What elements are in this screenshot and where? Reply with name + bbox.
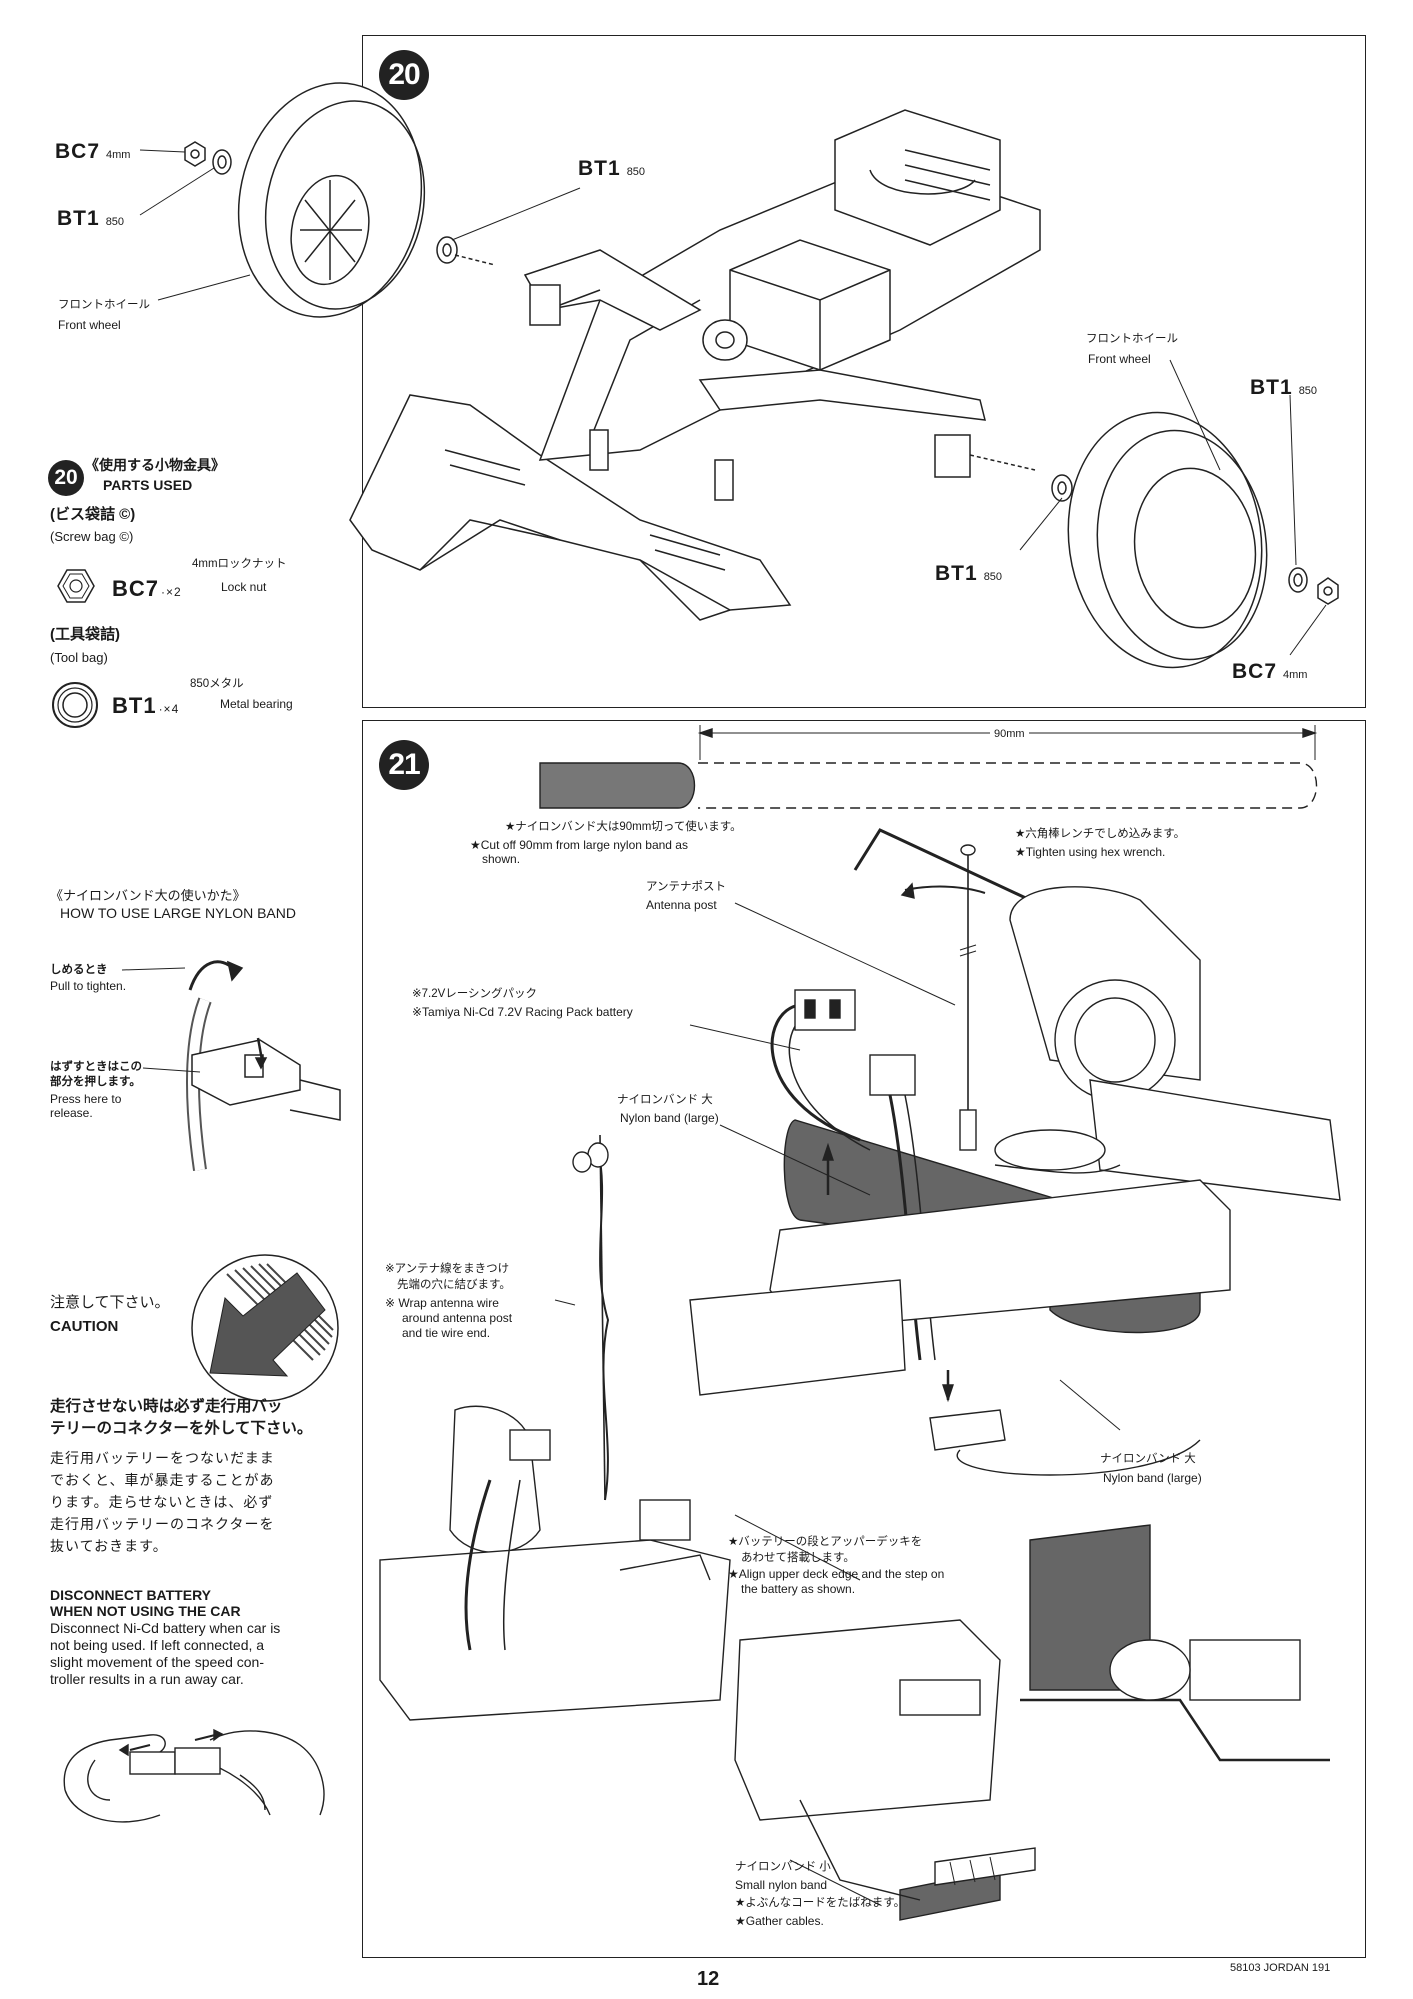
step-20-panel [362,35,1366,708]
pull-to-tighten-en: Pull to tighten. [50,979,127,993]
nylon-howto-title-en: HOW TO USE LARGE NYLON BAND [60,905,296,921]
label-front-wheel-left-en: Front wheel [58,318,121,332]
bt1-desc-en: Metal bearing [220,697,293,711]
kit-code: 58103 JORDAN 191 [1230,1962,1331,1974]
wrap-antenna-en-1: ※ Wrap antenna wire [385,1296,499,1310]
step-21-badge: 21 [379,740,429,790]
align-battery-jp-2: あわせて搭載します。 [741,1552,855,1564]
press-release-jp-1: はずすときはこの [50,1061,142,1073]
press-release-en-1: Press here to [50,1092,122,1106]
screw-bag-jp: (ビス袋詰 ©) [50,506,136,523]
warning-heading-en-2: WHEN NOT USING THE CAR [50,1603,241,1619]
warning-heading-jp-2: テリーのコネクターを外して下さい。 [50,1420,313,1437]
battery-en: ※Tamiya Ni-Cd 7.2V Racing Pack battery [412,1005,633,1019]
page-number: 12 [697,1968,720,1990]
caution-en: CAUTION [50,1318,119,1335]
label-front-wheel-left-jp: フロントホイール [58,299,150,311]
label-front-wheel-right-en: Front wheel [1088,352,1151,366]
small-nylon-band-en: Small nylon band [735,1878,828,1892]
bc7-desc-jp: 4mmロックナット [192,558,287,570]
wrap-antenna-en-3: and tie wire end. [402,1326,491,1340]
caution-jp: 注意して下さい。 [50,1294,170,1311]
align-battery-jp-1: ★バッテリーの段とアッパーデッキを [728,1536,923,1548]
screw-bag-en: (Screw bag ©) [50,529,134,544]
wrap-antenna-en-2: around antenna post [402,1311,513,1325]
parts-used-title-jp: 《使用する小物金具》 [85,457,225,473]
warning-body-jp-1: 走行用バッテリーをつないだまま [50,1450,275,1466]
cut-band-jp: ★ナイロンバンド大は90mm切って使います。 [505,821,742,833]
battery-jp: ※7.2Vレーシングパック [412,988,538,1000]
parts-used-title-en: PARTS USED [103,477,193,493]
warning-body-jp-3: ります。走らせないときは、必ず [50,1494,274,1510]
nylon-howto-title-jp: 《ナイロンバンド大の使いかた》 [50,888,246,903]
bc7-desc-en: Lock nut [221,580,267,594]
lock-nut-icon [57,569,95,603]
small-nylon-band-jp: ナイロンバンド 小 [735,1861,831,1873]
gather-cables-jp: ★よぶんなコードをたばねます。 [735,1897,906,1909]
wrap-antenna-jp-1: ※アンテナ線をまきつけ [385,1263,510,1275]
bc7-part-code: BC7·×2 [112,576,182,601]
hex-wrench-en: ★Tighten using hex wrench. [1015,845,1166,859]
pull-to-tighten-jp: しめるとき [50,964,108,976]
warning-heading-en-1: DISCONNECT BATTERY [50,1587,211,1603]
cut-band-en-2: shown. [482,852,521,866]
antenna-post-en: Antenna post [646,898,717,912]
warning-body-jp-4: 走行用バッテリーのコネクターを [50,1516,275,1532]
nylon-band-large2-jp: ナイロンバンド 大 [1100,1453,1196,1465]
bt1-desc-jp: 850メタル [190,678,244,690]
hands-disconnect-illustration [63,1728,325,1823]
antenna-post-jp: アンテナポスト [646,881,727,893]
label-front-wheel-right-jp: フロントホイール [1086,333,1178,345]
press-release-en-2: release. [50,1106,93,1120]
nylon-band-large-en: Nylon band (large) [620,1111,719,1125]
align-battery-en-2: the battery as shown. [741,1582,856,1596]
warning-body-jp-2: でおくと、車が暴走することがあ [50,1472,275,1488]
warning-body-jp-5: 抜いておきます。 [50,1538,168,1554]
nylon-band-howto-illustration [121,960,341,1171]
cut-band-en-1: ★Cut off 90mm from large nylon band as [470,838,688,852]
warning-body-en-1: Disconnect Ni-Cd battery when car is [50,1620,281,1636]
warning-body-en-3: slight movement of the speed con- [50,1654,265,1670]
wrap-antenna-jp-2: 先端の穴に結びます。 [397,1279,511,1291]
caution-arrow-icon [191,1254,339,1402]
tool-bag-jp: (工具袋詰) [50,626,120,643]
step-20-illustration [139,82,1339,669]
nylon-band-large-jp: ナイロンバンド 大 [617,1094,713,1106]
bt1-part-code: BT1·×4 [112,693,180,718]
warning-heading-jp-1: 走行させない時は必ず走行用バッ [50,1398,283,1415]
hex-wrench-jp: ★六角棒レンチでしめ込みます。 [1015,828,1186,840]
tool-bag-en: (Tool bag) [50,650,108,665]
step-20-badge: 20 [379,50,429,100]
press-release-jp-2: 部分を押します。 [50,1076,141,1088]
step-21-panel [362,720,1366,1958]
parts-used-badge: 20 [48,460,84,496]
nylon-band-large2-en: Nylon band (large) [1103,1471,1202,1485]
warning-body-en-2: not being used. If left connected, a [50,1637,265,1653]
dimension-label: 90mm [990,727,1029,742]
warning-body-en-4: troller results in a run away car. [50,1671,244,1687]
gather-cables-en: ★Gather cables. [735,1914,824,1928]
align-battery-en-1: ★Align upper deck edge and the step on [728,1567,945,1581]
metal-bearing-icon [52,682,98,728]
